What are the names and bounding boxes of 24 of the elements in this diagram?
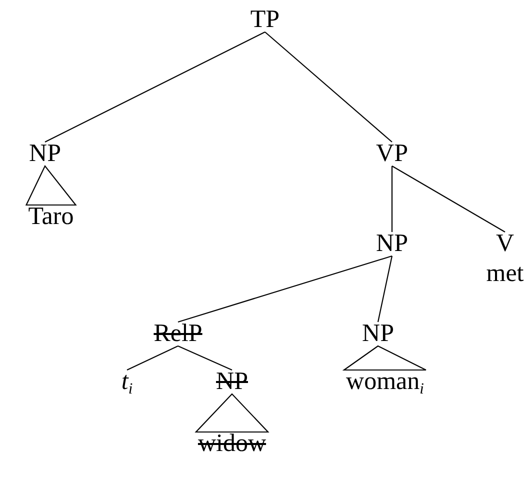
phrase-label: NP <box>29 140 61 168</box>
branch-line <box>392 166 506 232</box>
word-label: t$_{i}$ <box>121 368 133 404</box>
triangle-branch <box>342 345 426 371</box>
branch-line <box>391 166 393 232</box>
branch-line <box>126 346 178 370</box>
phrase-label: TP <box>250 6 280 34</box>
triangle-branch <box>25 164 77 206</box>
branch-line <box>377 256 393 322</box>
branch-line <box>178 346 232 370</box>
branch-line <box>178 255 392 323</box>
branch-line <box>264 32 392 142</box>
phrase-label: RelP <box>154 320 202 348</box>
word-label: met <box>486 260 524 288</box>
phrase-label: NP <box>216 368 248 396</box>
phrase-label: VP <box>376 140 408 168</box>
word-label: Taro <box>28 203 74 231</box>
phrase-label: V <box>496 230 514 258</box>
word-label: widow <box>198 430 266 458</box>
triangle-branch <box>194 393 270 433</box>
phrase-label: NP <box>362 320 394 348</box>
branch-line <box>44 32 266 142</box>
word-label: woman$_{i}$ <box>346 368 424 404</box>
phrase-label: NP <box>376 230 408 258</box>
